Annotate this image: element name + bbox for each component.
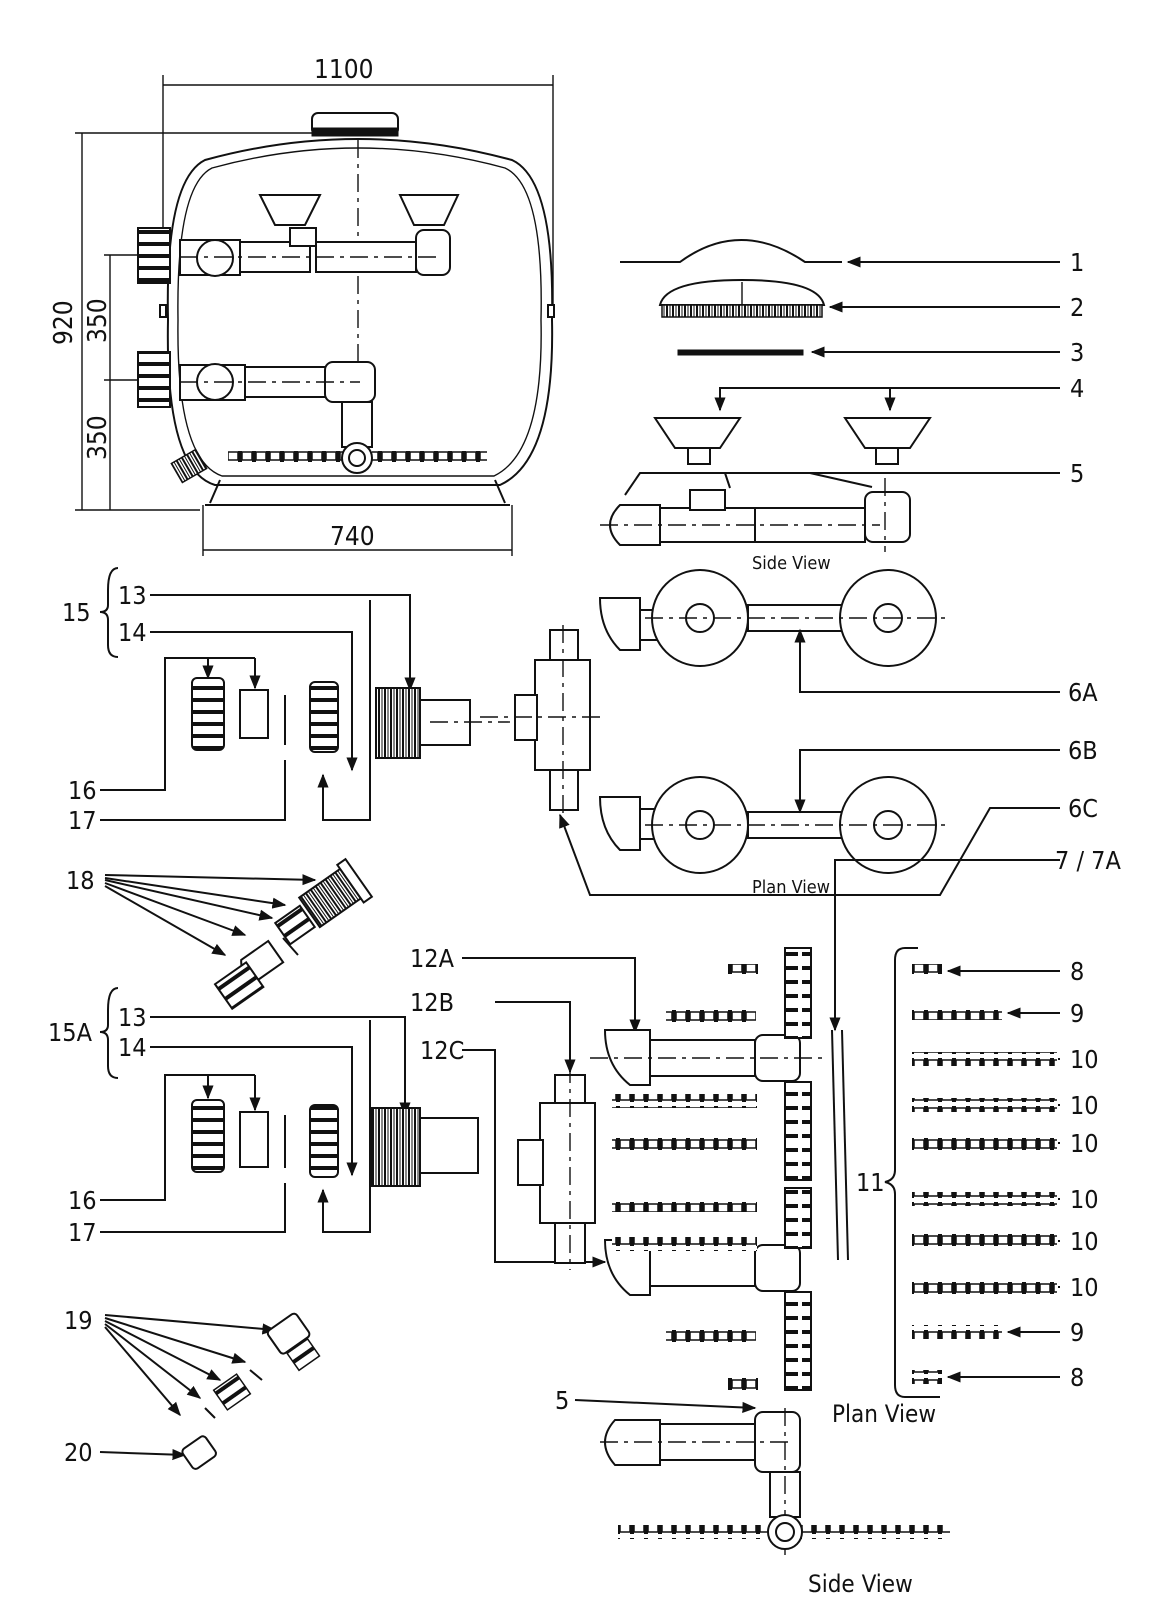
callout-labels: 1 2 3 4 5 6A 6B 6C 7 / 7A 8 9 10 10 10 1… xyxy=(48,248,1121,1467)
callout-16-top: 16 xyxy=(68,776,97,805)
callout-1: 1 xyxy=(1070,248,1084,277)
callout-2: 2 xyxy=(1070,293,1084,322)
part-16-sleeve xyxy=(239,689,269,739)
dim-lower-label: 350 xyxy=(83,415,113,460)
caption-plan-view-mid: Plan View xyxy=(752,877,830,898)
callout-10-e: 10 xyxy=(1070,1227,1099,1256)
callout-14-top: 14 xyxy=(118,618,147,647)
manifold-upper xyxy=(598,569,950,667)
callout-6c: 6C xyxy=(1068,794,1098,823)
manifold-tee xyxy=(480,625,600,815)
callout-15a: 15A xyxy=(48,1018,93,1047)
callout-12c: 12C xyxy=(420,1036,464,1065)
lateral-short xyxy=(728,964,758,978)
callout-8-top: 8 xyxy=(1070,957,1084,986)
callout-20: 20 xyxy=(64,1438,93,1467)
tank-base xyxy=(205,479,510,506)
manifold-plan-view xyxy=(480,569,1060,896)
bottom-side-view xyxy=(574,1399,950,1555)
caption-plan-view-bottom: Plan View xyxy=(832,1400,936,1428)
callout-9-top: 9 xyxy=(1070,999,1084,1028)
caption-side-view-top: Side View xyxy=(752,553,831,574)
callout-17-top: 17 xyxy=(68,806,97,835)
callout-18: 18 xyxy=(66,866,95,895)
tank-shell xyxy=(166,138,554,486)
callout-10-a: 10 xyxy=(1070,1045,1099,1074)
callout-5-bottom: 5 xyxy=(555,1386,569,1415)
callout-10-f: 10 xyxy=(1070,1273,1099,1302)
callout-6a: 6A xyxy=(1068,678,1098,707)
callout-14-bottom: 14 xyxy=(118,1033,147,1062)
part-14-nut xyxy=(309,681,339,753)
callout-7-7a: 7 / 7A xyxy=(1055,846,1121,875)
part-18-fittings xyxy=(104,857,374,1011)
callout-17-bottom: 17 xyxy=(68,1218,97,1247)
part-16-nut xyxy=(191,677,225,751)
callout-10-c: 10 xyxy=(1070,1129,1099,1158)
callout-10-d: 10 xyxy=(1070,1185,1099,1214)
callout-15: 15 xyxy=(62,598,91,627)
dim-width-label: 1100 xyxy=(314,55,374,85)
tank-upper-valve-nut xyxy=(137,227,171,284)
part-19-20-drain-plug xyxy=(99,1312,321,1470)
part-4-diffuser-right xyxy=(843,417,932,465)
callout-10-b: 10 xyxy=(1070,1091,1099,1120)
callout-4: 4 xyxy=(1070,374,1084,403)
part-13-bulkhead xyxy=(375,687,421,759)
upper-bulkhead-assembly xyxy=(100,594,510,821)
callout-8-bottom: 8 xyxy=(1070,1363,1084,1392)
dim-height-label: 920 xyxy=(49,300,79,345)
callout-19: 19 xyxy=(64,1306,93,1335)
part-4-diffuser-left xyxy=(653,417,742,465)
callout-6b: 6B xyxy=(1068,736,1098,765)
filter-tank-section: 1100 920 350 350 740 xyxy=(49,55,555,556)
callout-5: 5 xyxy=(1070,459,1084,488)
callout-13-top: 13 xyxy=(118,581,147,610)
lower-bulkhead-assembly xyxy=(100,1016,479,1233)
callout-13-bottom: 13 xyxy=(118,1003,147,1032)
callout-12b: 12B xyxy=(410,988,454,1017)
manifold-lower xyxy=(598,776,950,874)
top-right-parts xyxy=(600,239,1060,552)
part-5-side-view-assembly xyxy=(600,478,911,552)
caption-side-view-bottom: Side View xyxy=(808,1570,913,1598)
dim-base-label: 740 xyxy=(330,522,375,552)
lateral-plan-view xyxy=(462,859,1060,1398)
callout-11: 11 xyxy=(856,1168,885,1197)
tank-lower-valve-nut xyxy=(137,351,171,408)
callout-9-bottom: 9 xyxy=(1070,1318,1084,1347)
callout-3: 3 xyxy=(1070,338,1084,367)
dim-upper-label: 350 xyxy=(83,298,113,343)
callout-16-bottom: 16 xyxy=(68,1186,97,1215)
callout-12a: 12A xyxy=(410,944,455,973)
dimension-lines xyxy=(75,75,554,556)
part-3-oring xyxy=(677,349,804,356)
part-1-cover xyxy=(620,239,842,263)
